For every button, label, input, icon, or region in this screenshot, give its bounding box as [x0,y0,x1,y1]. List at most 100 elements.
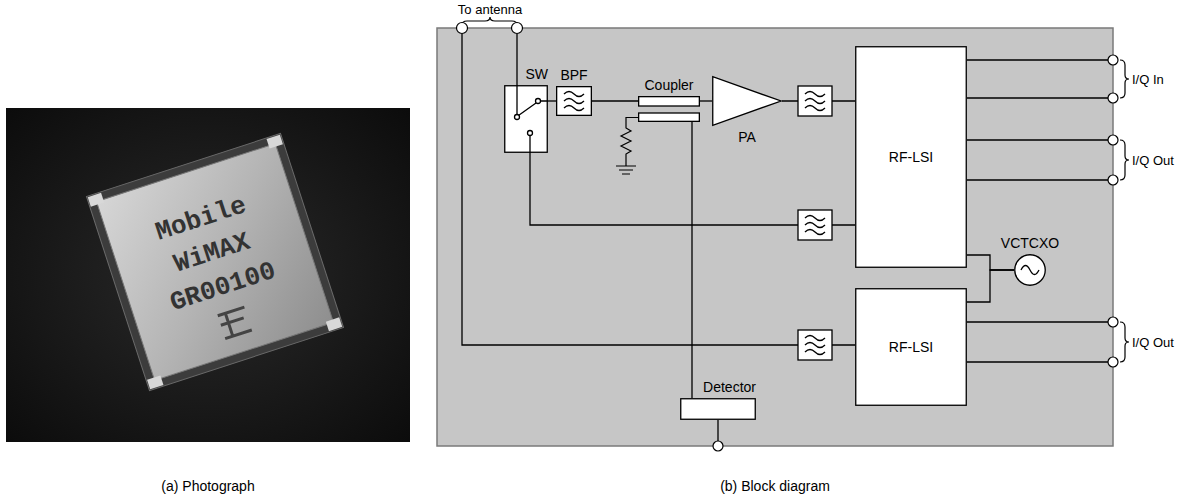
chip-box-outline [856,47,967,268]
terminal [512,23,523,34]
filter-box: BPF [556,86,592,116]
node-label: RF-LSI [889,339,933,355]
coupler-symbol-outline [639,97,700,122]
chip-substrate [86,133,343,390]
resistor-symbol [621,118,638,167]
switch-box-outline [505,85,548,153]
detector-box-outline [680,398,756,420]
switch-box: SW [504,85,548,153]
bracket [462,17,1129,362]
wire [516,34,517,85]
node-label: RF-LSI [889,149,933,165]
detector-box: Detector [680,398,756,420]
filter-symbol [798,330,832,360]
detector-box-outline [681,399,756,420]
signal-name: I/Q In [1132,73,1164,86]
filter-symbol [805,336,825,355]
filter-symbol [798,330,832,360]
label-holder: Coupler [644,77,693,93]
chip-lid [97,144,334,381]
filter-symbol [798,86,832,360]
chip-logo [218,307,252,338]
node-label: Detector [703,379,756,395]
antenna-label-holder: To antenna [458,3,522,16]
node-label: SW [525,66,548,82]
amplifier-triangle-outline [713,77,781,126]
label-holder: Detector [703,379,756,395]
switch-box-outline [504,85,548,153]
signal-line [700,100,712,101]
bracket [462,17,517,25]
oscillator-circle-outline [1014,254,1046,286]
filter-symbol [798,210,832,240]
label-holder: VCTCXO [1001,235,1059,251]
module-ground [437,28,1113,446]
node-label: BPF [560,67,587,83]
filter-symbol [805,92,825,111]
bracket [1120,140,1129,180]
filter-symbol [805,216,825,235]
terminal [1108,135,1118,145]
photo-ground [6,108,410,442]
terminal [1108,317,1118,327]
bracket [1120,60,1129,98]
signal-name: I/Q Out [1132,154,1174,167]
chip-box: RF-LSI [855,46,967,268]
label-holder: BPF [560,67,587,83]
terminal [1108,357,1118,367]
panel-caption: (b) Block diagram [720,479,830,493]
panel-caption-holder: (b) Block diagram [720,479,830,493]
module-housing [437,28,1113,446]
wire [717,420,718,441]
terminal [713,441,723,451]
signal-name-holder: I/Q Out [1132,154,1174,167]
chip-logo [218,307,252,338]
label-holder: PA [738,129,756,145]
coupler-symbol-outline [638,96,700,122]
signal-name: I/Q Out [1132,336,1174,349]
terminal [457,23,1119,452]
signal-name-holder: I/Q In [1132,73,1164,86]
chip-pad [326,317,342,331]
chip-box: RF-LSI [855,288,967,406]
wire [462,34,1108,441]
amplifier-triangle: PA [712,76,782,126]
chip-pad [88,135,343,390]
signal-line [967,255,1014,270]
amplifier-triangle-outline [712,76,782,126]
signal-line [967,270,1014,302]
filter-box-outline [557,87,592,116]
signal-line [592,100,638,101]
wire [967,60,1108,180]
photograph [6,108,410,442]
terminal [1108,93,1118,103]
oscillator-circle: VCTCXO [1014,254,1046,286]
filter-box-outline [556,86,592,116]
resistor-symbol [616,118,638,175]
terminal [457,23,468,34]
signal-name-holder: I/Q Out [1132,336,1174,349]
panel-caption-holder: (a) Photograph [161,479,254,493]
oscillator-circle-outline [1015,255,1046,286]
signal-line [548,100,556,101]
wire [967,322,1108,362]
chip-pad [267,135,283,149]
node-label: VCTCXO [1001,235,1059,251]
node-label: Coupler [644,77,693,93]
chip-module [86,133,343,390]
filter-symbol [798,86,832,116]
bracket [1120,322,1129,362]
chip-pad [147,375,163,389]
filter-symbol [798,86,832,116]
terminal [1108,175,1118,185]
filter-symbol [798,210,832,240]
chip-pad [88,193,104,207]
panel-caption: (a) Photograph [161,479,254,493]
wire [462,34,855,345]
signal-line [691,122,692,398]
node-label: PA [738,129,756,145]
chip-box-outline [856,289,967,406]
terminal [1108,55,1118,65]
label-holder: SW [525,66,548,82]
